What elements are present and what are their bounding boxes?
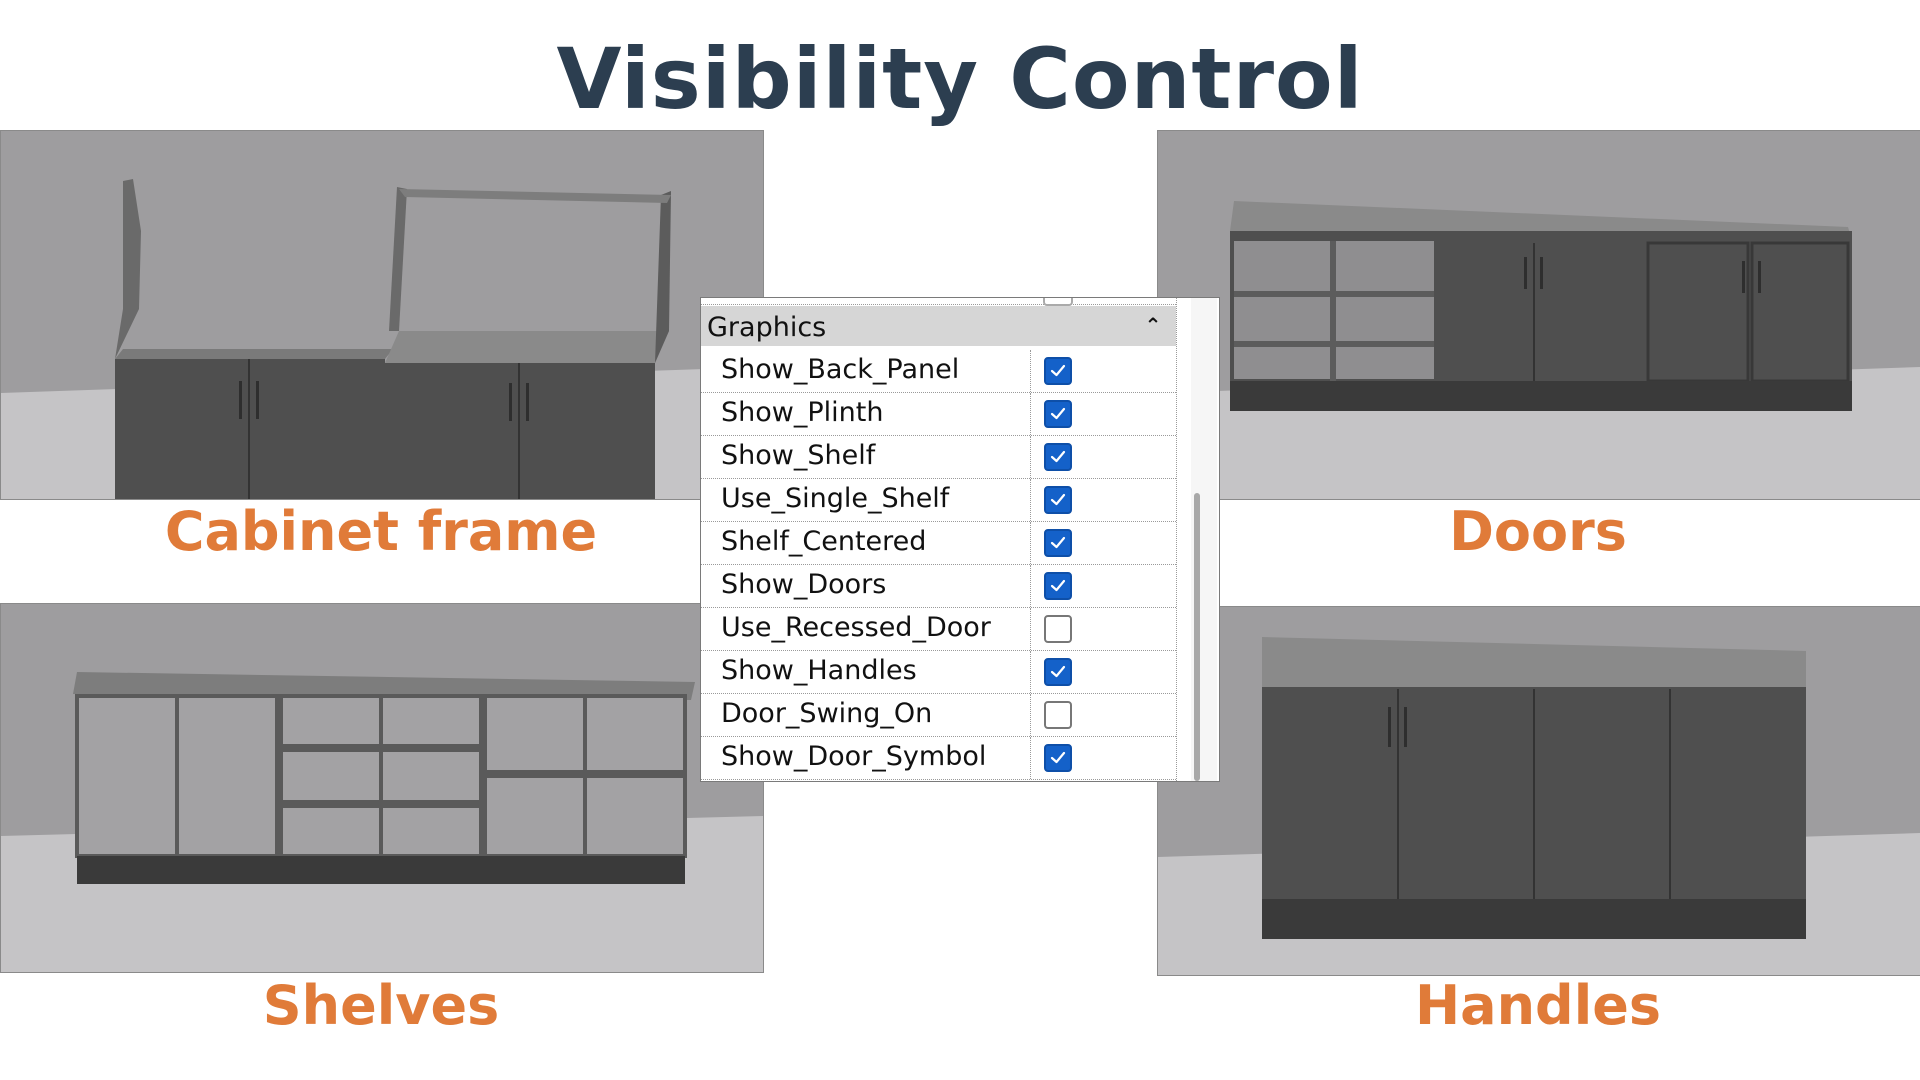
- page-title: Visibility Control: [556, 30, 1364, 128]
- property-rows: Show_Back_Panel Show_Plinth Show_Shelf U…: [701, 350, 1176, 780]
- property-name: Door_Swing_On: [701, 694, 1031, 736]
- scrollbar-thumb[interactable]: [1194, 493, 1200, 781]
- property-row: Show_Back_Panel: [701, 350, 1176, 393]
- graphics-group-label: Graphics: [707, 312, 827, 343]
- checkbox[interactable]: [1044, 615, 1072, 643]
- shelves-preview: [0, 603, 764, 973]
- property-name: Show_Back_Panel: [701, 350, 1031, 392]
- property-name: Use_Recessed_Door: [701, 608, 1031, 650]
- doors-caption: Doors: [1449, 500, 1627, 563]
- property-name: Show_Plinth: [701, 393, 1031, 435]
- property-row: Show_Shelf: [701, 436, 1176, 479]
- checkbox[interactable]: [1044, 400, 1072, 428]
- property-name: Show_Door_Symbol: [701, 737, 1031, 779]
- cabinet-frame-caption: Cabinet frame: [164, 500, 598, 563]
- checkbox[interactable]: [1044, 701, 1072, 729]
- property-name: Show_Handles: [701, 651, 1031, 693]
- property-row: Show_Plinth: [701, 393, 1176, 436]
- property-name: Show_Doors: [701, 565, 1031, 607]
- property-row: Show_Handles: [701, 651, 1176, 694]
- property-row: Show_Doors: [701, 565, 1176, 608]
- doors-preview: [1157, 130, 1920, 500]
- checkbox[interactable]: [1044, 443, 1072, 471]
- cabinet-frame-preview: [0, 130, 764, 500]
- property-row: Show_Door_Symbol: [701, 737, 1176, 780]
- property-name: Shelf_Centered: [701, 522, 1031, 564]
- clipped-row: [701, 298, 1176, 306]
- handles-preview: [1157, 606, 1920, 976]
- property-row: Use_Recessed_Door: [701, 608, 1176, 651]
- checkbox[interactable]: [1044, 529, 1072, 557]
- checkbox[interactable]: [1044, 572, 1072, 600]
- checkbox[interactable]: [1044, 486, 1072, 514]
- shelves-caption: Shelves: [262, 974, 500, 1037]
- double-chevron-up-icon[interactable]: ⌃: [1144, 313, 1162, 337]
- properties-panel: Graphics ⌃ Show_Back_Panel Show_Plinth S…: [700, 297, 1220, 782]
- checkbox[interactable]: [1044, 658, 1072, 686]
- property-name: Show_Shelf: [701, 436, 1031, 478]
- property-row: Shelf_Centered: [701, 522, 1176, 565]
- graphics-group-header[interactable]: Graphics ⌃: [701, 306, 1176, 346]
- property-name: Use_Single_Shelf: [701, 479, 1031, 521]
- handles-caption: Handles: [1414, 974, 1661, 1037]
- grid-divider: [1176, 298, 1179, 781]
- property-row: Use_Single_Shelf: [701, 479, 1176, 522]
- checkbox[interactable]: [1044, 357, 1072, 385]
- checkbox[interactable]: [1044, 744, 1072, 772]
- property-row: Door_Swing_On: [701, 694, 1176, 737]
